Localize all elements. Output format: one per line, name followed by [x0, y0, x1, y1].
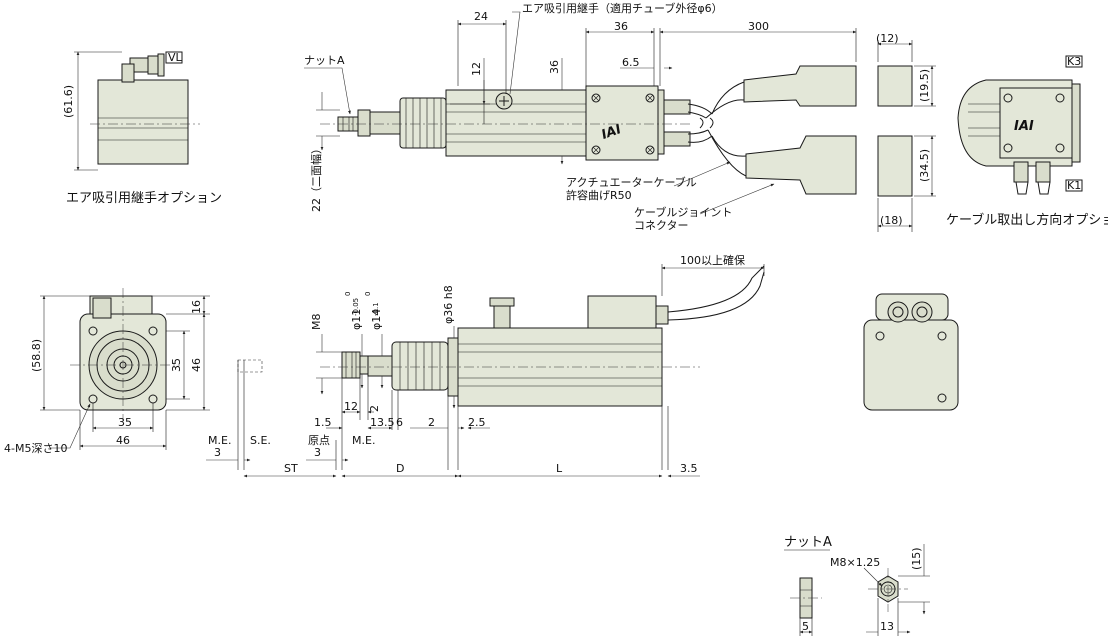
two-flat-label: 22（二面幅）: [310, 143, 323, 212]
joint-1: ケーブルジョイント: [634, 205, 732, 219]
cable-bend-1: アクチュエーターケーブル: [566, 175, 697, 189]
dim-3a: 3: [214, 446, 221, 459]
phi14-tol-u: 0: [364, 292, 372, 296]
main-dimensions: 100以上確保 M8 φ11 0 -0.05 φ14 0 -0.1 φ36 h8…: [206, 253, 765, 478]
dim-2-5: 2.5: [468, 416, 486, 429]
nut-a-label: ナットA: [304, 54, 345, 67]
screw-icon: [645, 93, 655, 103]
cable-option-caption: ケーブル取出し方向オプション: [946, 212, 1108, 228]
se-label: S.E.: [250, 434, 271, 447]
screw-icon: [1055, 93, 1065, 103]
screw-icon: [88, 326, 98, 336]
screw-icon: [1003, 93, 1013, 103]
main-side-view: [237, 265, 765, 470]
rear-view: [863, 293, 959, 411]
front-view: (58.8) 16 35 46 35 46 4-M5深さ10: [4, 288, 210, 455]
phi11-label: φ11: [350, 309, 363, 330]
top-dimensions: 24 エア吸引用継手（適用チューブ外径φ6） 36 300 6.5 (12) (…: [304, 1, 936, 232]
dim-13: 13: [880, 620, 894, 633]
dim-13-5: 13.5: [370, 416, 395, 429]
iai-logo-2: IAI: [1014, 119, 1034, 134]
l-label: L: [556, 462, 563, 475]
bellows-main: [391, 341, 449, 391]
air-fitting-label: エア吸引用継手（適用チューブ外径φ6）: [522, 1, 723, 15]
dim-1-5: 1.5: [314, 416, 332, 429]
vl-label: VL: [168, 51, 183, 64]
phi36-label: φ36 h8: [442, 285, 455, 324]
dim-12a: (12): [876, 32, 899, 45]
me2-label: M.E.: [352, 434, 375, 447]
dim-2b: 2: [428, 416, 435, 429]
dim-34-5: (34.5): [918, 149, 931, 182]
screw-icon: [937, 393, 947, 403]
dim-16: 16: [190, 300, 203, 314]
dim-46v: 46: [190, 358, 203, 372]
m5-label: 4-M5深さ10: [4, 442, 67, 455]
m8-label: M8: [310, 314, 323, 331]
air-option-caption: エア吸引用継手オプション: [66, 191, 222, 206]
bellows-top: [399, 97, 447, 149]
screw-icon: [937, 331, 947, 341]
dim-6-5: 6.5: [622, 56, 640, 69]
cable-bend-2: 許容曲げR50: [566, 188, 632, 202]
dim-3-5: 3.5: [680, 462, 698, 475]
phi11-tol-l: -0.05: [352, 298, 360, 316]
h61-6-label: (61.6): [62, 85, 75, 118]
secure-100: 100以上確保: [680, 253, 745, 267]
dim-35v: 35: [170, 358, 183, 372]
top-side-view: IAI: [320, 65, 913, 197]
dim-36v: 36: [548, 60, 561, 74]
dim-12b: 12: [344, 400, 358, 413]
dim-35h: 35: [118, 416, 132, 429]
dim-12: 12: [470, 62, 483, 76]
dim-300: 300: [748, 20, 769, 33]
dim-19-5: (19.5): [918, 69, 931, 102]
m8x125-label: M8×1.25: [830, 556, 880, 569]
cable-option-view: IAI K3 K1 ケーブル取出し方向オプション: [946, 55, 1108, 228]
screw-icon: [645, 145, 655, 155]
me-label: M.E.: [208, 434, 231, 447]
phi11-tol-u: 0: [344, 292, 352, 296]
screw-icon: [875, 331, 885, 341]
screw-icon: [1003, 143, 1013, 153]
screw-icon: [591, 145, 601, 155]
dim-5: 5: [802, 620, 809, 633]
k3-label: K3: [1067, 55, 1081, 68]
d-label: D: [396, 462, 404, 475]
nut-a-view: ナットA 5 M8×1.25 (15) 13: [784, 535, 930, 636]
iai-logo: IAI: [600, 122, 624, 143]
dim-58-8: (58.8): [30, 339, 43, 372]
screw-icon: [591, 93, 601, 103]
dim-24: 24: [474, 10, 488, 23]
dim-36: 36: [614, 20, 628, 33]
screw-icon: [1055, 143, 1065, 153]
dim-3b: 3: [314, 446, 321, 459]
phi14-tol-l: -0.1: [372, 302, 380, 316]
dim-18: (18): [880, 214, 903, 227]
dim-46h: 46: [116, 434, 130, 447]
nut-a-title: ナットA: [784, 535, 832, 550]
dim-6: 6: [396, 416, 403, 429]
origin-label: 原点: [308, 434, 330, 447]
screw-icon: [148, 326, 158, 336]
dim-2a: 2: [368, 405, 381, 412]
st-label: ST: [284, 462, 298, 475]
air-option-view: VL (61.6) エア吸引用継手オプション: [62, 51, 222, 206]
joint-2: コネクター: [634, 219, 689, 232]
k1-label: K1: [1067, 179, 1081, 192]
phi14-label: φ14: [370, 309, 383, 330]
dim-15: (15): [910, 547, 923, 570]
